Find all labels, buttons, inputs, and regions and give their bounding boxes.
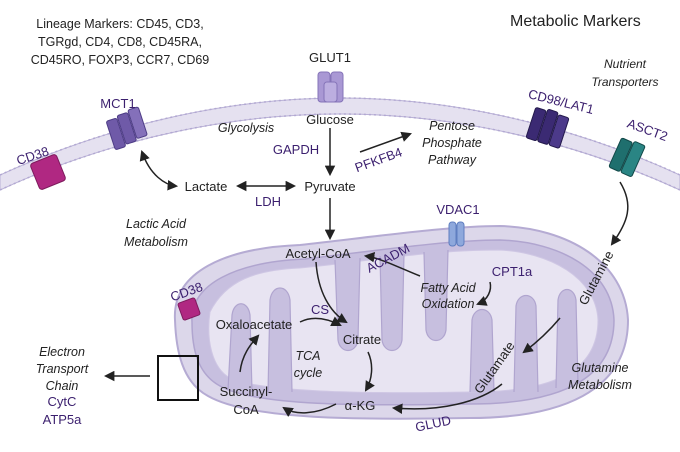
ppp-label-2: Phosphate — [422, 136, 482, 150]
gapdh-label: GAPDH — [273, 142, 319, 157]
arrow-fao-acetylcoa — [363, 251, 421, 277]
lactic-label-1: Lactic Acid — [126, 217, 187, 231]
etc-complex-icon — [157, 355, 199, 401]
cd38-membrane-icon — [30, 154, 66, 190]
arrow-cpt1a — [476, 281, 492, 306]
cd38-mito-icon — [177, 297, 201, 321]
glut1-label: GLUT1 — [309, 50, 351, 65]
pyruvate-label: Pyruvate — [304, 179, 355, 194]
lineage-line-1: Lineage Markers: CD45, CD3, — [36, 17, 203, 31]
transporters-note-1: Nutrient — [604, 57, 647, 71]
glud-label: GLUD — [414, 413, 452, 435]
arrow-succinyl-oaa — [239, 334, 260, 373]
oxaloacetate-label: Oxaloacetate — [216, 317, 293, 332]
lactic-label-2: Metabolism — [124, 235, 188, 249]
mitochondrion — [173, 224, 630, 420]
arrow-citrate-akg — [364, 351, 375, 392]
glycolysis-label: Glycolysis — [218, 121, 274, 135]
cpt1a-label: CPT1a — [492, 264, 533, 279]
arrow-mct1-lactate — [139, 150, 179, 191]
glutamine-metabolism-label-1: Glutamine — [572, 361, 629, 375]
asct2-transporter-icon — [608, 137, 646, 177]
transporters-note-2: Transporters — [591, 75, 658, 89]
pfkfb4-label: PFKFB4 — [353, 144, 404, 175]
vdac1-channel-icon — [448, 221, 465, 247]
atp5a-label: ATP5a — [43, 412, 83, 427]
arrow-glutamine-glutamate — [522, 317, 561, 354]
arrow-oaa-citrate — [299, 316, 342, 326]
acetyl-coa-label: Acetyl-CoA — [285, 246, 350, 261]
lineage-line-2: TGRgd, CD4, CD8, CD45RA, — [38, 35, 202, 49]
arrow-glutamate-akg — [391, 383, 503, 414]
etc-label-3: Chain — [46, 379, 79, 393]
ppp-label-3: Pathway — [428, 153, 477, 167]
glutamine-metabolism-label-2: Metabolism — [568, 378, 632, 392]
cs-label: CS — [311, 302, 329, 317]
asct2-label: ASCT2 — [625, 116, 670, 144]
fao-label-1: Fatty Acid — [420, 281, 476, 295]
glucose-label: Glucose — [306, 112, 354, 127]
arrow-ppp — [359, 131, 412, 153]
fao-label-2: Oxidation — [422, 297, 475, 311]
page-title: Metabolic Markers — [510, 13, 641, 30]
vdac1-label: VDAC1 — [436, 202, 479, 217]
mct1-transporter-icon — [106, 106, 148, 150]
arrow-akg-succinyl — [282, 403, 337, 417]
cytc-label: CytC — [48, 394, 77, 409]
succinyl-label-1: Succinyl- — [220, 384, 273, 399]
ldh-label: LDH — [255, 194, 281, 209]
lactate-label: Lactate — [185, 179, 228, 194]
mct1-label: MCT1 — [100, 96, 135, 111]
akg-label: α-KG — [345, 398, 376, 413]
arrow-asct2-glutamine — [610, 181, 629, 246]
etc-label-2: Transport — [36, 362, 89, 376]
cd98-transporter-icon — [525, 107, 570, 149]
lineage-line-3: CD45RO, FOXP3, CCR7, CD69 — [31, 53, 210, 67]
glut1-transporter-icon — [317, 71, 344, 103]
citrate-label: Citrate — [343, 332, 381, 347]
pathway-arrows — [103, 128, 629, 417]
etc-label-1: Electron — [39, 345, 85, 359]
tca-label-1: TCA — [296, 349, 321, 363]
succinyl-label-2: CoA — [233, 402, 259, 417]
ppp-label-1: Pentose — [429, 119, 475, 133]
tca-label-2: cycle — [294, 366, 323, 380]
